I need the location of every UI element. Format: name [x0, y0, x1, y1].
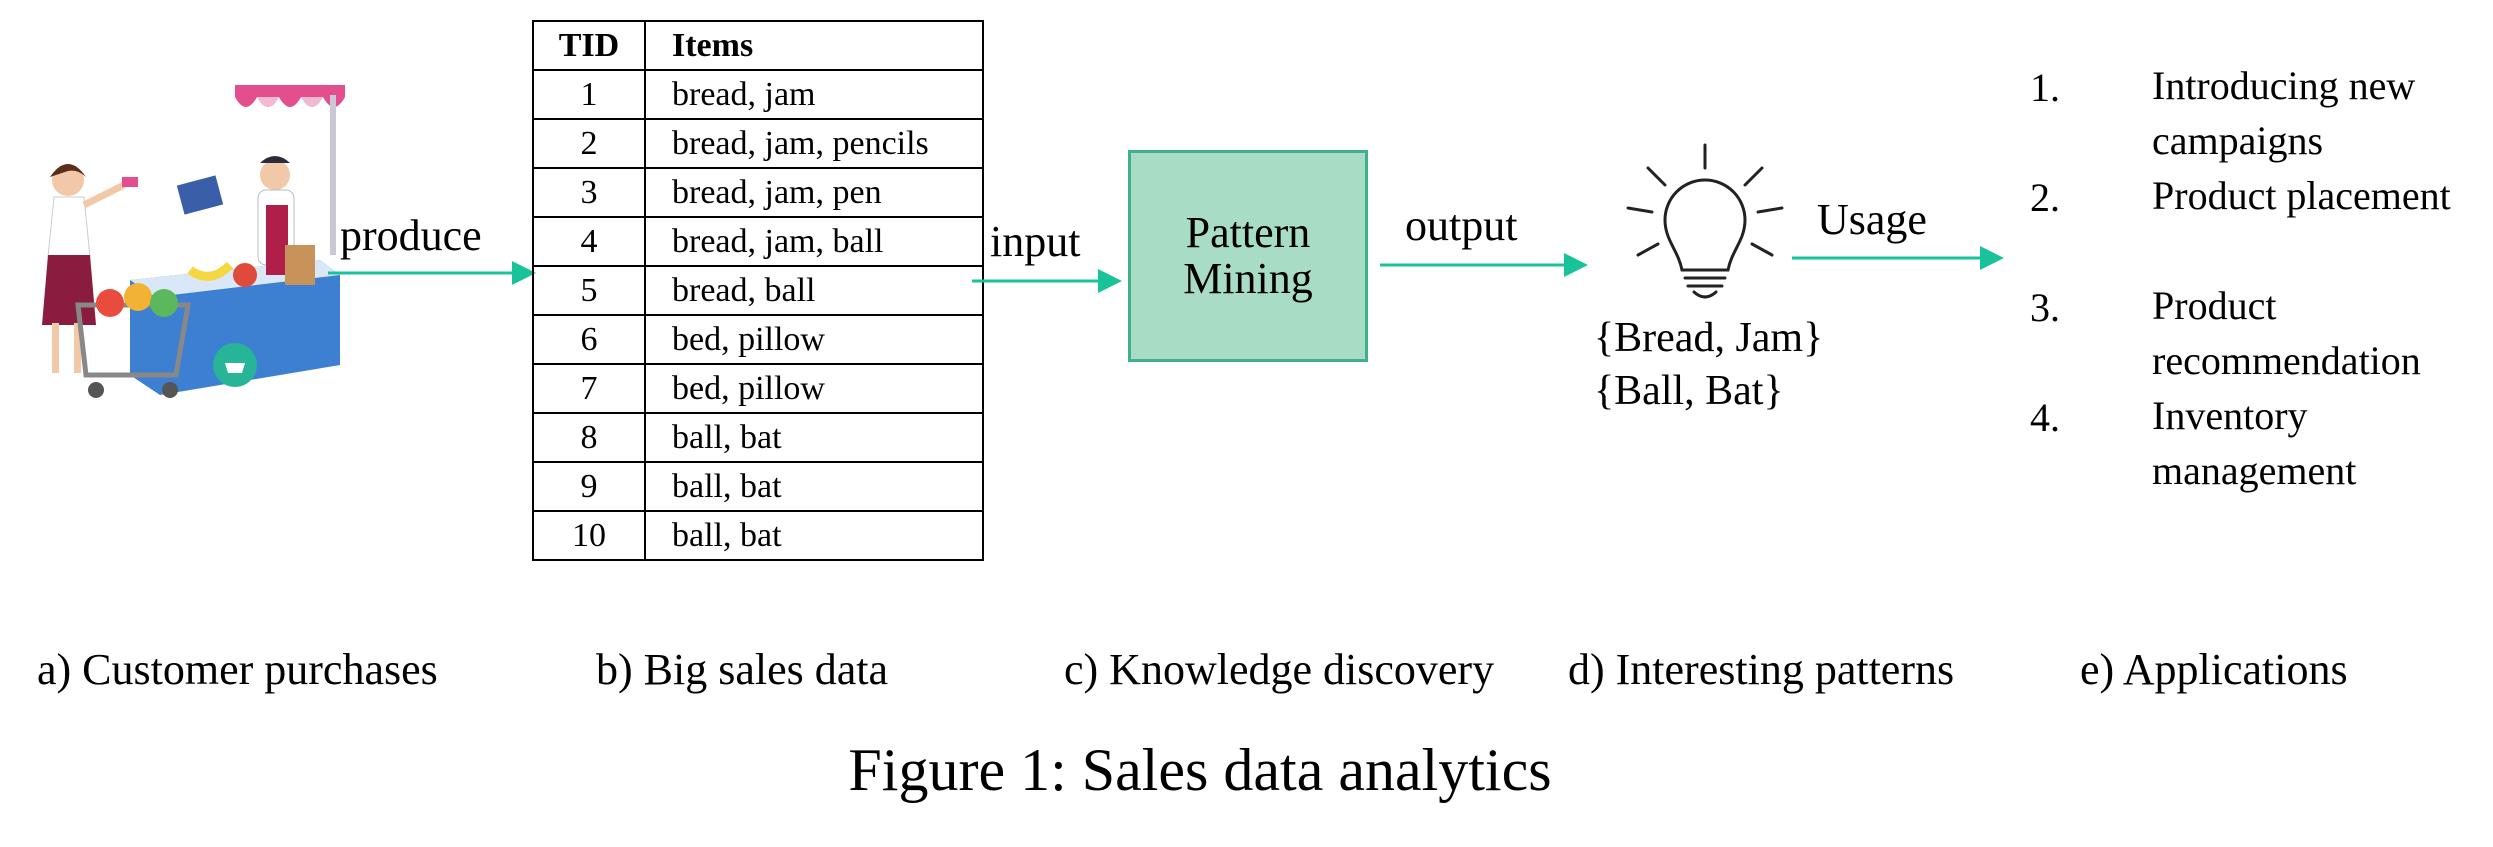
- input-arrow: [972, 269, 1122, 293]
- table-row: 1 bread, jam: [532, 69, 984, 120]
- table-row: 6 bed, pillow: [532, 314, 984, 365]
- pattern-mining-box: Pattern Mining: [1128, 150, 1368, 362]
- items-cell: ball, bat: [644, 510, 984, 561]
- table-row: 3 bread, jam, pen: [532, 167, 984, 218]
- pattern-mining-line2: Mining: [1183, 254, 1313, 303]
- tid-cell: 6: [532, 314, 646, 365]
- section-label-big-sales-data: b) Big sales data: [596, 645, 889, 694]
- table-row: 2 bread, jam, pencils: [532, 118, 984, 169]
- tid-cell: 4: [532, 216, 646, 267]
- transaction-table: TID Items 1 bread, jam 2 bread, jam, pen…: [532, 20, 984, 561]
- banana-icon: [187, 261, 234, 281]
- table-row: 7 bed, pillow: [532, 363, 984, 414]
- table-row: 4 bread, jam, ball: [532, 216, 984, 267]
- produce-arrow-label: produce: [340, 211, 482, 260]
- tid-column-header: TID: [532, 20, 646, 71]
- items-cell: bread, ball: [644, 265, 984, 316]
- output-arrow-label: output: [1405, 201, 1518, 250]
- application-item: Inventory management: [2152, 393, 2357, 493]
- pattern-bread-jam: {Bread, Jam}: [1594, 315, 1824, 361]
- pattern-ball-bat: {Ball, Bat}: [1594, 368, 1784, 414]
- items-cell: ball, bat: [644, 412, 984, 463]
- tid-cell: 10: [532, 510, 646, 561]
- table-row: 5 bread, ball: [532, 265, 984, 316]
- cashier-icon: [257, 156, 295, 275]
- application-item: Introducing new campaigns: [2152, 63, 2416, 163]
- application-number: 1.: [2030, 65, 2060, 110]
- application-number: 2.: [2030, 175, 2060, 220]
- usage-arrow-label: Usage: [1817, 195, 1927, 244]
- application-number: 4.: [2030, 395, 2060, 440]
- items-cell: bread, jam, pen: [644, 167, 984, 218]
- section-label-interesting-patterns: d) Interesting patterns: [1568, 645, 1955, 694]
- application-item: Product placement: [2152, 173, 2451, 218]
- shopping-cart-icon: [75, 283, 191, 398]
- items-cell: bed, pillow: [644, 314, 984, 365]
- customer-icon: [42, 164, 138, 373]
- application-number: 3.: [2030, 285, 2060, 330]
- items-cell: bread, jam: [644, 69, 984, 120]
- lightbulb-icon: [1626, 143, 1784, 299]
- tid-cell: 1: [532, 69, 646, 120]
- tid-cell: 8: [532, 412, 646, 463]
- customer-purchase-illustration: [42, 85, 345, 398]
- tid-cell: 9: [532, 461, 646, 512]
- table-row: 9 ball, bat: [532, 461, 984, 512]
- items-column-header: Items: [644, 20, 984, 71]
- grocery-bag-icon: [285, 245, 315, 285]
- melon-icon: [233, 263, 257, 287]
- items-cell: ball, bat: [644, 461, 984, 512]
- section-label-customer-purchases: a) Customer purchases: [37, 645, 438, 694]
- section-label-knowledge-discovery: c) Knowledge discovery: [1064, 645, 1495, 694]
- tid-cell: 3: [532, 167, 646, 218]
- items-cell: bread, jam, ball: [644, 216, 984, 267]
- section-label-applications: e) Applications: [2080, 645, 2348, 694]
- table-header-row: TID Items: [532, 20, 984, 71]
- figure-caption: Figure 1: Sales data analytics: [848, 737, 1552, 803]
- laptop-icon: [176, 175, 224, 215]
- tid-cell: 5: [532, 265, 646, 316]
- output-arrow: [1380, 253, 1588, 277]
- shop-awning-icon: [235, 85, 345, 255]
- produce-arrow: [328, 261, 536, 285]
- tid-cell: 2: [532, 118, 646, 169]
- input-arrow-label: input: [990, 217, 1081, 266]
- table-row: 8 ball, bat: [532, 412, 984, 463]
- application-item: Product recommendation: [2152, 283, 2421, 383]
- items-cell: bread, jam, pencils: [644, 118, 984, 169]
- pattern-mining-line1: Pattern: [1185, 207, 1311, 257]
- items-cell: bed, pillow: [644, 363, 984, 414]
- table-row: 10 ball, bat: [532, 510, 984, 561]
- usage-arrow: [1792, 246, 2004, 270]
- tid-cell: 7: [532, 363, 646, 414]
